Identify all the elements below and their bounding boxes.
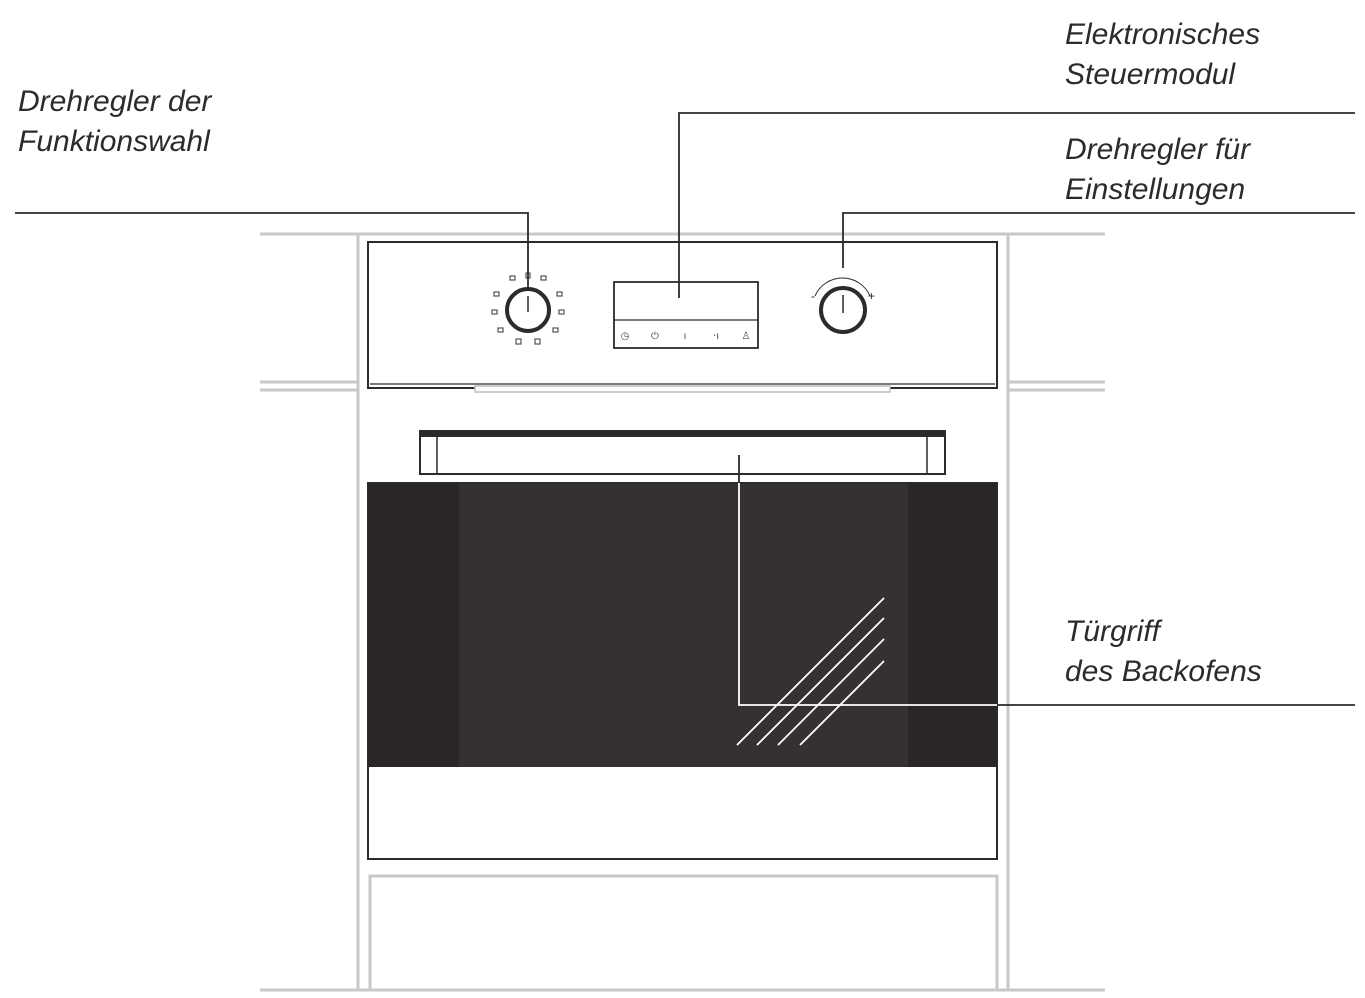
glass-reflection (736, 597, 885, 746)
door-glass-right (908, 484, 996, 767)
label-handle-line2: des Backofens (1065, 655, 1262, 688)
electronic-control-module: ◷ ⏻ ı ·ı ♙ (613, 281, 759, 349)
label-module-line1: Elektronisches (1065, 18, 1261, 51)
leader-door-handle-lower (738, 483, 997, 706)
leader-control-module (678, 112, 1355, 298)
label-settings-knob: Drehregler für Einstellungen (1065, 130, 1250, 210)
function-mode-symbols (491, 272, 565, 345)
label-handle-line1: Türgriff (1065, 615, 1161, 648)
settings-knob[interactable]: - + (811, 277, 875, 334)
door-glass-center (459, 484, 908, 767)
label-settings-line1: Drehregler für (1065, 133, 1251, 166)
label-function-line2: Funktionswahl (18, 125, 210, 158)
cabinet-outline (260, 232, 1105, 992)
control-panel (367, 241, 998, 393)
person-icon[interactable]: ♙ (742, 331, 751, 342)
oven-door (367, 482, 998, 860)
module-button-row: ◷ ⏻ ı ·ı ♙ (621, 331, 751, 342)
settings-knob-plus: + (868, 289, 875, 303)
label-electronic-control-module: Elektronisches Steuermodul (1065, 15, 1260, 95)
minus-icon[interactable]: ı (684, 331, 687, 342)
settings-knob-minus: - (811, 289, 815, 303)
plus-icon[interactable]: ·ı (713, 331, 719, 342)
door-glass-left (369, 484, 459, 767)
power-icon[interactable]: ⏻ (651, 331, 659, 342)
label-function-selector-knob: Drehregler der Funktionswahl (18, 82, 211, 162)
label-function-line1: Drehregler der (18, 85, 212, 118)
function-selector-knob[interactable] (491, 272, 565, 345)
leader-settings-knob (842, 212, 1355, 268)
label-door-handle: Türgriff des Backofens (1065, 612, 1262, 692)
label-settings-line2: Einstellungen (1065, 173, 1246, 206)
clock-icon[interactable]: ◷ (621, 331, 630, 342)
leader-lines (15, 112, 1355, 706)
door-handle[interactable] (419, 430, 946, 475)
leader-function-knob (15, 212, 529, 288)
label-module-line2: Steuermodul (1065, 58, 1236, 91)
